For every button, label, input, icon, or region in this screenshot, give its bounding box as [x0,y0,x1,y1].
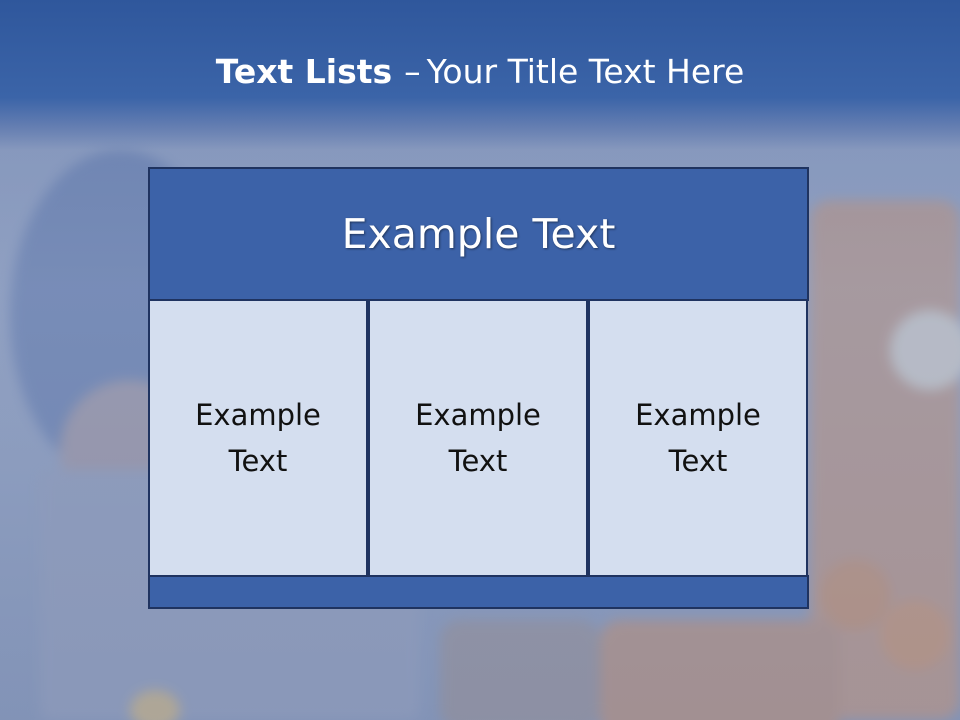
title-subtext: Your Title Text Here [426,52,745,91]
title-bold-text: Text Lists [215,52,393,91]
panel-footer-bar [148,575,809,609]
title-bar [0,0,960,150]
panel-header: Example Text [148,167,809,301]
title-separator: – [404,52,421,91]
panel-header-text: Example Text [341,210,616,258]
slide-title: Text Lists–Your Title Text Here [0,52,960,91]
